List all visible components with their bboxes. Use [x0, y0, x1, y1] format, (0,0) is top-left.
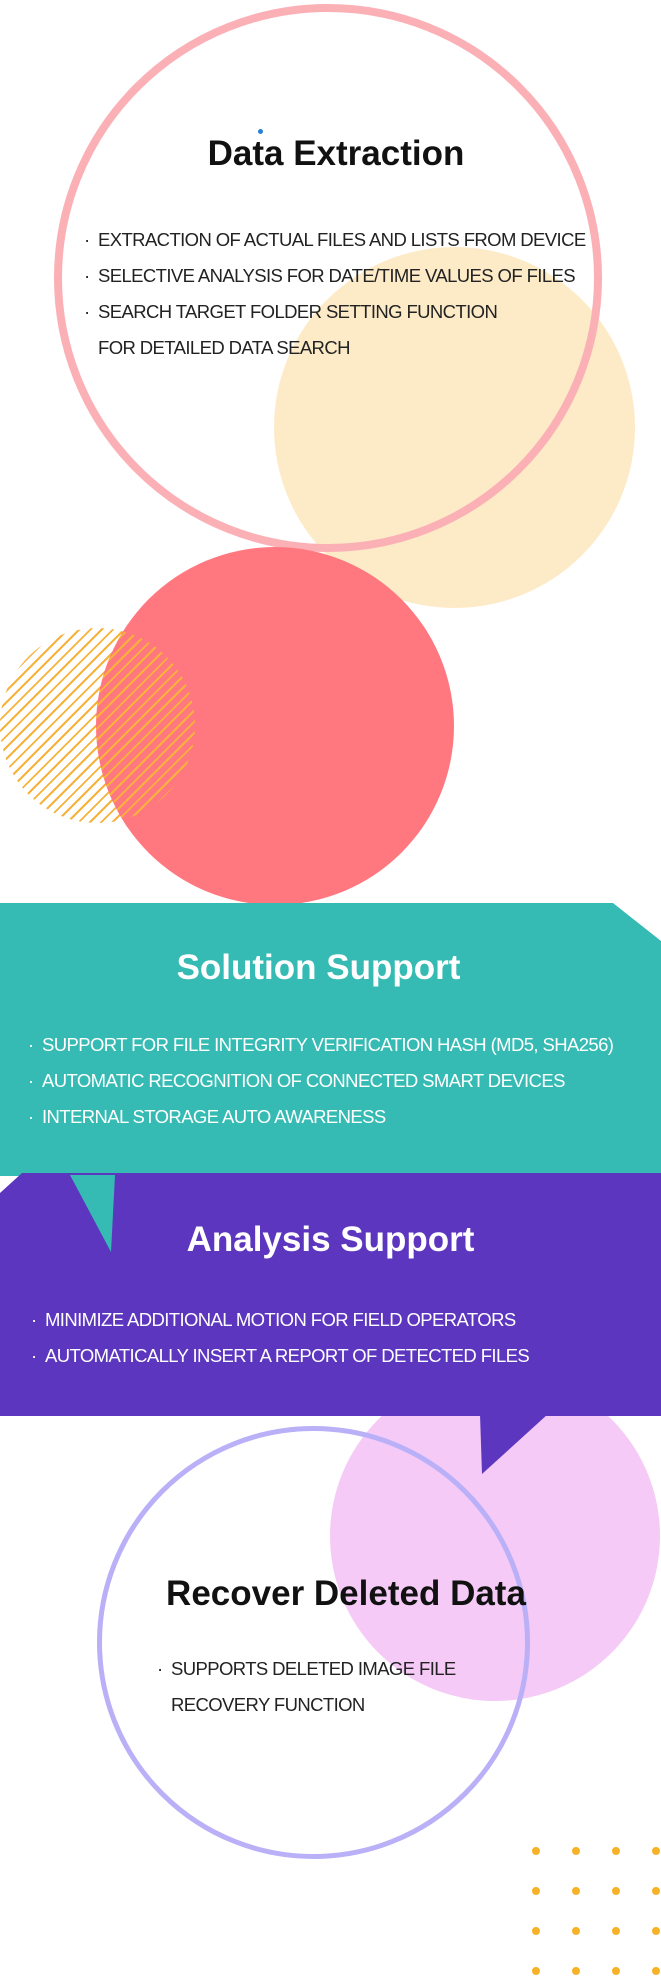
purple-ring-decoration	[97, 1426, 530, 1859]
grid-dot	[612, 1967, 620, 1975]
recover-deleted-data-title: Recover Deleted Data	[166, 1574, 526, 1613]
grid-dot	[612, 1887, 620, 1895]
analysis-support-list: ·MINIMIZE ADDITIONAL MOTION FOR FIELD OP…	[31, 1302, 651, 1374]
list-item: ·SUPPORTS DELETED IMAGE FILE RECOVERY FU…	[157, 1658, 456, 1715]
grid-dot	[572, 1847, 580, 1855]
pink-ring-decoration	[54, 4, 602, 552]
list-item: ·SUPPORT FOR FILE INTEGRITY VERIFICATION…	[28, 1034, 614, 1055]
list-item: ·SEARCH TARGET FOLDER SETTING FUNCTION F…	[84, 301, 498, 358]
list-item: ·EXTRACTION OF ACTUAL FILES AND LISTS FR…	[84, 229, 586, 250]
grid-dot	[532, 1887, 540, 1895]
grid-dot	[532, 1967, 540, 1975]
data-extraction-title: Data Extraction	[207, 134, 465, 173]
recover-deleted-data-list: ·SUPPORTS DELETED IMAGE FILE RECOVERY FU…	[157, 1651, 487, 1723]
analysis-support-title: Analysis Support	[186, 1220, 475, 1259]
grid-dot	[532, 1927, 540, 1935]
list-item: ·AUTOMATICALLY INSERT A REPORT OF DETECT…	[31, 1345, 530, 1366]
list-item: ·AUTOMATIC RECOGNITION OF CONNECTED SMAR…	[28, 1070, 565, 1091]
grid-dot	[652, 1967, 660, 1975]
grid-dot	[652, 1887, 660, 1895]
grid-dot	[572, 1967, 580, 1975]
list-item: ·INTERNAL STORAGE AUTO AWARENESS	[28, 1106, 386, 1127]
grid-dot	[572, 1887, 580, 1895]
grid-dot	[612, 1847, 620, 1855]
blue-dot-decoration	[258, 129, 263, 134]
solution-support-panel	[0, 903, 661, 1176]
list-item: ·SELECTIVE ANALYSIS FOR DATE/TIME VALUES…	[84, 265, 576, 286]
grid-dot	[532, 1847, 540, 1855]
solution-support-list: ·SUPPORT FOR FILE INTEGRITY VERIFICATION…	[28, 1027, 648, 1135]
grid-dot	[612, 1927, 620, 1935]
dot-grid-decoration	[524, 1845, 661, 1978]
grid-dot	[652, 1927, 660, 1935]
solution-support-title: Solution Support	[176, 948, 461, 987]
grid-dot	[572, 1927, 580, 1935]
list-item: ·MINIMIZE ADDITIONAL MOTION FOR FIELD OP…	[31, 1309, 516, 1330]
data-extraction-list: ·EXTRACTION OF ACTUAL FILES AND LISTS FR…	[84, 222, 604, 366]
grid-dot	[652, 1847, 660, 1855]
